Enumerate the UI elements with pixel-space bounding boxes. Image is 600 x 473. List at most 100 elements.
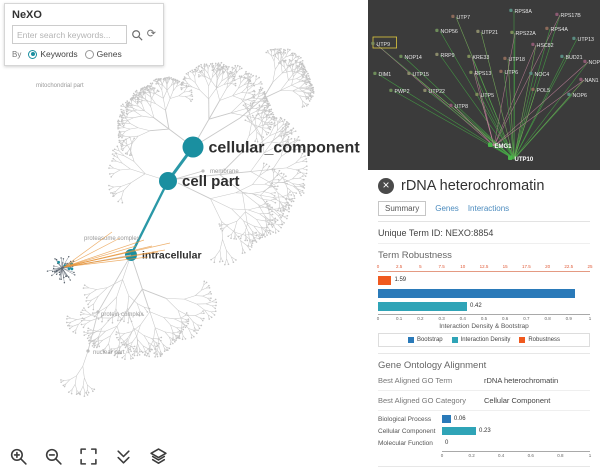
zoom-out-button[interactable]: [41, 444, 65, 468]
top-axis-tick-label: 17.5: [522, 264, 531, 269]
alignment-category-label: Cellular Component: [378, 427, 436, 435]
gene-node-label[interactable]: UTP8: [455, 104, 469, 110]
gene-node[interactable]: RPS4A: [545, 26, 569, 33]
gene-node-label[interactable]: KRE33: [473, 55, 490, 61]
gene-node-label[interactable]: NOP6: [573, 93, 587, 99]
gene-node[interactable]: PWP2: [389, 88, 410, 95]
gene-node-label[interactable]: NAN1: [585, 78, 599, 84]
gene-node[interactable]: UTP15: [407, 71, 430, 78]
gene-node-label[interactable]: UTP13: [578, 37, 595, 43]
tree-term-label[interactable]: cell part: [182, 173, 240, 190]
legend-swatch: [407, 337, 414, 343]
zoom-in-button[interactable]: [6, 444, 30, 468]
gene-node-label[interactable]: NOP56: [441, 29, 458, 35]
gene-node-label[interactable]: EMG1: [495, 144, 513, 150]
tab-summary[interactable]: Summary: [378, 201, 427, 216]
search-icon[interactable]: [131, 29, 143, 41]
gene-node[interactable]: RPS17B: [555, 12, 582, 19]
fit-to-screen-button[interactable]: [76, 444, 100, 468]
gene-node[interactable]: UTP9: [371, 36, 398, 49]
gene-node-label[interactable]: UTP10: [515, 157, 534, 163]
gene-node[interactable]: RPS13: [469, 70, 492, 77]
gene-node-label[interactable]: NOC4: [535, 72, 550, 78]
gene-node-label[interactable]: UTP6: [505, 70, 519, 76]
zoom-out-icon: [45, 448, 62, 465]
gene-node[interactable]: NAN1: [579, 77, 599, 84]
gene-node[interactable]: UTP6: [499, 69, 519, 76]
collapse-levels-button[interactable]: [111, 444, 135, 468]
tree-term-label[interactable]: intracellular: [142, 250, 202, 262]
radio-keywords-control[interactable]: [28, 49, 38, 59]
gene-node[interactable]: BUD21: [560, 54, 583, 61]
reset-icon[interactable]: ⟳: [146, 28, 156, 40]
gene-node-label[interactable]: UTP22: [429, 89, 446, 95]
bottom-axis-tick-label: 0: [376, 316, 380, 321]
tree-term-label[interactable]: cellular_component: [209, 139, 361, 156]
layers-button[interactable]: [146, 444, 170, 468]
radio-genes-control[interactable]: [84, 49, 94, 59]
tab-interactions[interactable]: Interactions: [467, 204, 510, 213]
gene-node[interactable]: UTP10: [508, 155, 534, 164]
gene-node[interactable]: UTP8: [449, 103, 469, 110]
tree-minor-label[interactable]: membrane: [210, 169, 239, 175]
gene-node[interactable]: RPS8A: [509, 8, 533, 15]
gene-node-label[interactable]: UTP9: [377, 42, 391, 48]
gene-node-label[interactable]: RPS13: [475, 71, 492, 77]
gene-node[interactable]: DIM1: [373, 71, 392, 78]
gene-node[interactable]: UTP22: [423, 88, 446, 95]
gene-node[interactable]: RPS22A: [510, 30, 537, 37]
gene-node-label[interactable]: UTP7: [457, 15, 471, 21]
gene-node-label[interactable]: NOP1: [589, 60, 600, 66]
gene-node[interactable]: HSC82: [531, 42, 554, 49]
gene-node[interactable]: UTP18: [503, 56, 526, 63]
gene-node[interactable]: UTP13: [572, 36, 595, 43]
go-row-value: Cellular Component: [484, 396, 551, 405]
robustness-bar: [378, 275, 392, 285]
gene-node-label[interactable]: RRP9: [441, 53, 455, 59]
gene-node-label[interactable]: RPS8A: [515, 9, 533, 15]
gene-node-label[interactable]: RPS22A: [516, 31, 537, 37]
radio-genes[interactable]: Genes: [84, 49, 122, 59]
tree-minor-label[interactable]: protein complex: [101, 312, 143, 318]
tree-minor-label[interactable]: mitochondrial part: [36, 83, 84, 89]
tree-minor-label[interactable]: proteasome complex: [84, 236, 140, 242]
gene-network-canvas[interactable]: UTP9 UTP7 RPS8A RPS17B NOP56 UTP21 RPS22A RPS4A…: [368, 0, 600, 170]
gene-node-label[interactable]: RPS4A: [551, 27, 569, 33]
gene-node-label[interactable]: UTP21: [482, 30, 499, 36]
tree-minor-label[interactable]: nuclear part: [93, 350, 125, 356]
gene-node[interactable]: UTP5: [475, 92, 495, 99]
gene-node[interactable]: NOP14: [399, 54, 422, 61]
gene-node[interactable]: NOP1: [583, 59, 600, 66]
alignment-axis-tick-label: 0.8: [557, 453, 564, 458]
gene-node[interactable]: EMG1: [488, 142, 513, 151]
close-icon[interactable]: ×: [378, 178, 394, 194]
gene-node[interactable]: POL5: [531, 87, 551, 94]
tab-genes[interactable]: Genes: [435, 204, 459, 213]
radio-keywords[interactable]: Keywords: [28, 49, 78, 59]
gene-node-label[interactable]: BUD21: [566, 55, 583, 61]
gene-node-label[interactable]: DIM1: [379, 72, 392, 78]
gene-node-label[interactable]: UTP15: [413, 72, 430, 78]
gene-node-label[interactable]: HSC82: [537, 43, 554, 49]
gene-node-label[interactable]: UTP18: [509, 57, 526, 63]
gene-node-label[interactable]: POL5: [537, 88, 551, 94]
gene-node[interactable]: RRP9: [435, 52, 455, 59]
gene-node-label[interactable]: PWP2: [395, 89, 410, 95]
gene-node[interactable]: NOC4: [529, 71, 550, 78]
tree-term-node[interactable]: cell part: [159, 172, 240, 190]
gene-node[interactable]: NOP6: [567, 92, 587, 99]
gene-node-label[interactable]: RPS17B: [561, 13, 582, 19]
gene-node-label[interactable]: UTP5: [481, 93, 495, 99]
tree-term-node[interactable]: cellular_component: [182, 136, 361, 158]
gene-node[interactable]: NOP56: [435, 28, 458, 35]
gene-cluster[interactable]: [46, 254, 132, 284]
alignment-bar-plot: 0.23: [442, 427, 590, 435]
gene-node[interactable]: UTP21: [476, 29, 499, 36]
gene-node[interactable]: KRE33: [467, 54, 490, 61]
network-nodes: UTP9 UTP7 RPS8A RPS17B NOP56 UTP21 RPS22A RPS4A…: [371, 8, 600, 164]
search-input[interactable]: [12, 25, 127, 44]
gene-node[interactable]: UTP7: [451, 14, 471, 21]
bottom-axis-tick-label: 0.2: [417, 316, 424, 321]
gene-node-label[interactable]: NOP14: [405, 55, 422, 61]
